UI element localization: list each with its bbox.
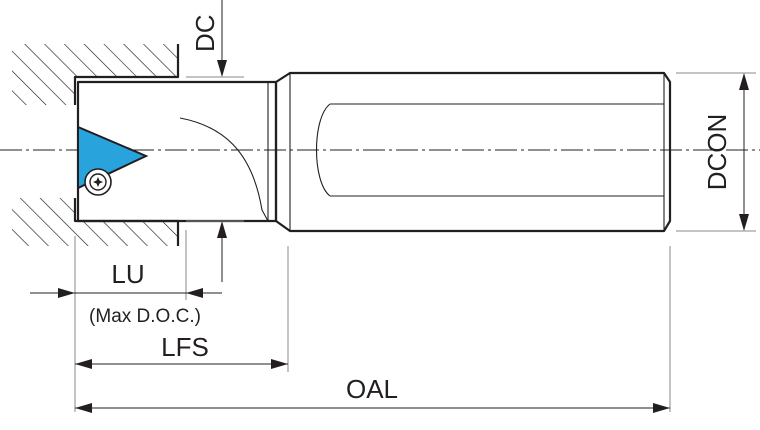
label-dcon: DCON — [702, 114, 732, 191]
workpiece-upper-edge — [73, 44, 180, 105]
chip-flute-curve — [179, 117, 269, 222]
extension-lines — [74, 72, 756, 412]
label-lu: LU — [111, 259, 144, 289]
cutting-insert — [77, 125, 149, 196]
label-dc: DC — [190, 14, 220, 52]
lfs-dimension — [75, 359, 288, 369]
label-oal: OAL — [346, 374, 398, 404]
torx-screw-icon — [84, 168, 112, 196]
label-max-doc: (Max D.O.C.) — [89, 306, 201, 327]
boring-tool — [76, 71, 672, 233]
lu-dimension — [30, 288, 222, 298]
dc-dimension — [217, 0, 227, 282]
shank-outline — [274, 71, 672, 233]
dcon-dimension — [739, 73, 749, 231]
shank-flat — [316, 103, 664, 197]
oal-dimension — [75, 403, 670, 413]
label-lfs: LFS — [161, 332, 209, 362]
workpiece-upper-wall — [12, 44, 178, 105]
